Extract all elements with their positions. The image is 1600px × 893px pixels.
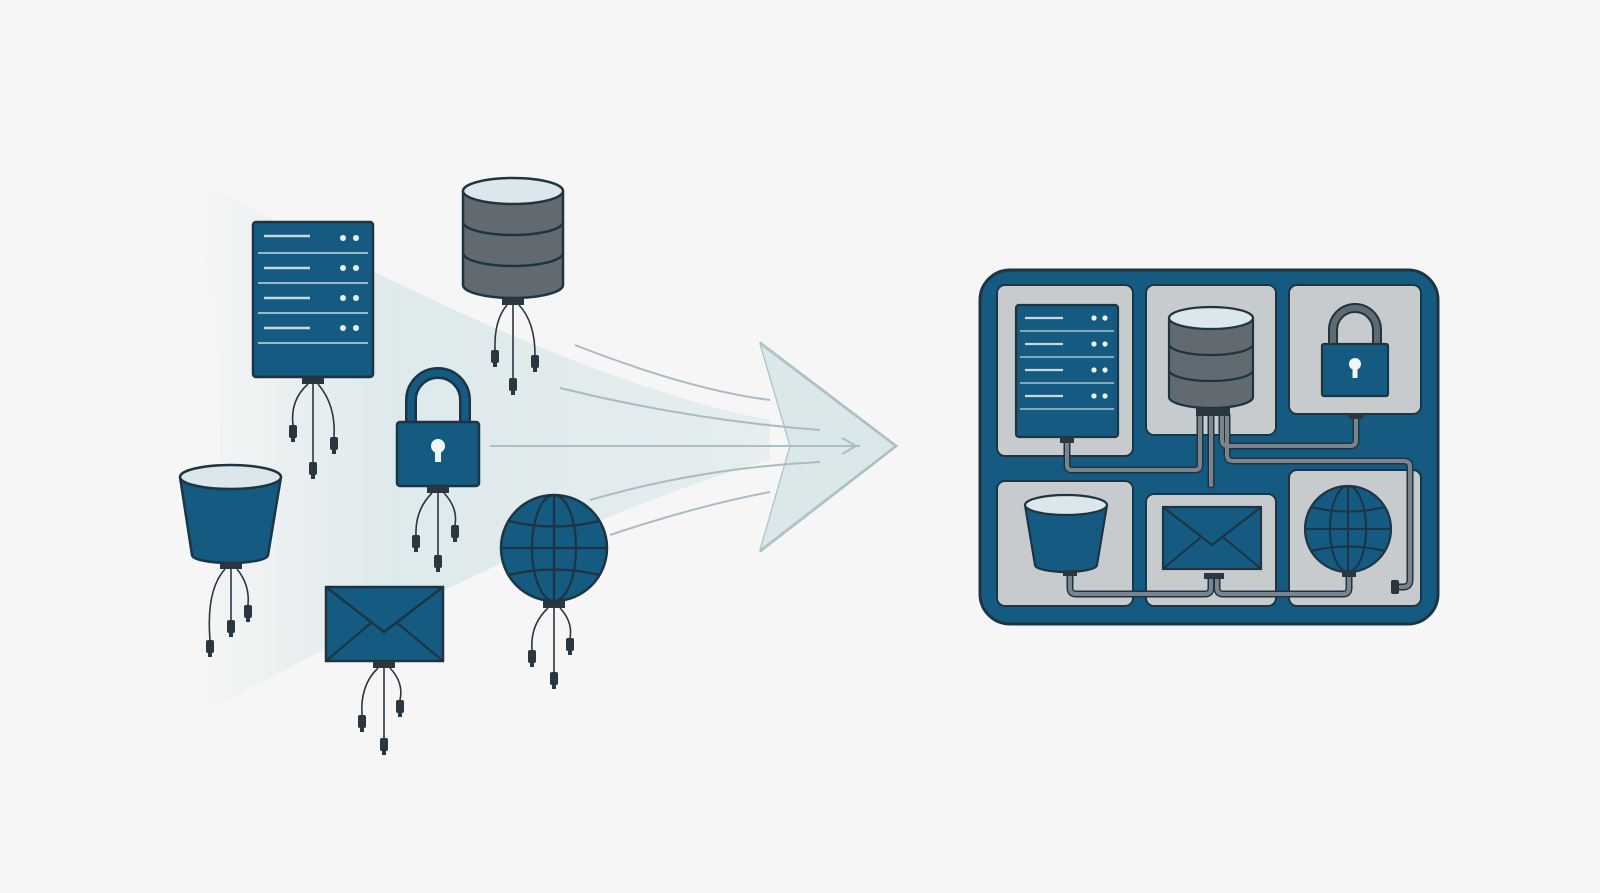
tile-bucket xyxy=(996,480,1134,607)
tile-database xyxy=(1145,284,1277,436)
padlock-icon xyxy=(1320,303,1390,398)
tile-server xyxy=(996,284,1134,457)
arrow-head-mid xyxy=(841,437,859,455)
speed-line-4 xyxy=(609,491,771,536)
speed-line-1 xyxy=(574,344,771,401)
envelope-icon xyxy=(324,585,445,755)
storage-bucket-icon xyxy=(178,463,283,657)
speed-line-3 xyxy=(589,461,821,501)
globe-icon xyxy=(499,493,609,689)
envelope-icon xyxy=(1161,505,1263,571)
server-rack-icon xyxy=(1014,303,1120,439)
left-group xyxy=(178,176,609,755)
tile-lock xyxy=(1288,284,1422,415)
server-rack-icon xyxy=(251,220,375,479)
connection-cables xyxy=(1060,408,1414,598)
tile-mail xyxy=(1145,493,1277,607)
database-cylinder-icon xyxy=(1167,305,1255,410)
padlock-icon xyxy=(395,367,481,572)
arrow-chevron-outer xyxy=(759,341,899,553)
database-cylinder-icon xyxy=(461,176,565,395)
storage-bucket-icon xyxy=(1023,493,1109,574)
speed-line-2 xyxy=(559,387,821,431)
globe-icon xyxy=(1303,484,1393,574)
right-group xyxy=(978,268,1440,626)
